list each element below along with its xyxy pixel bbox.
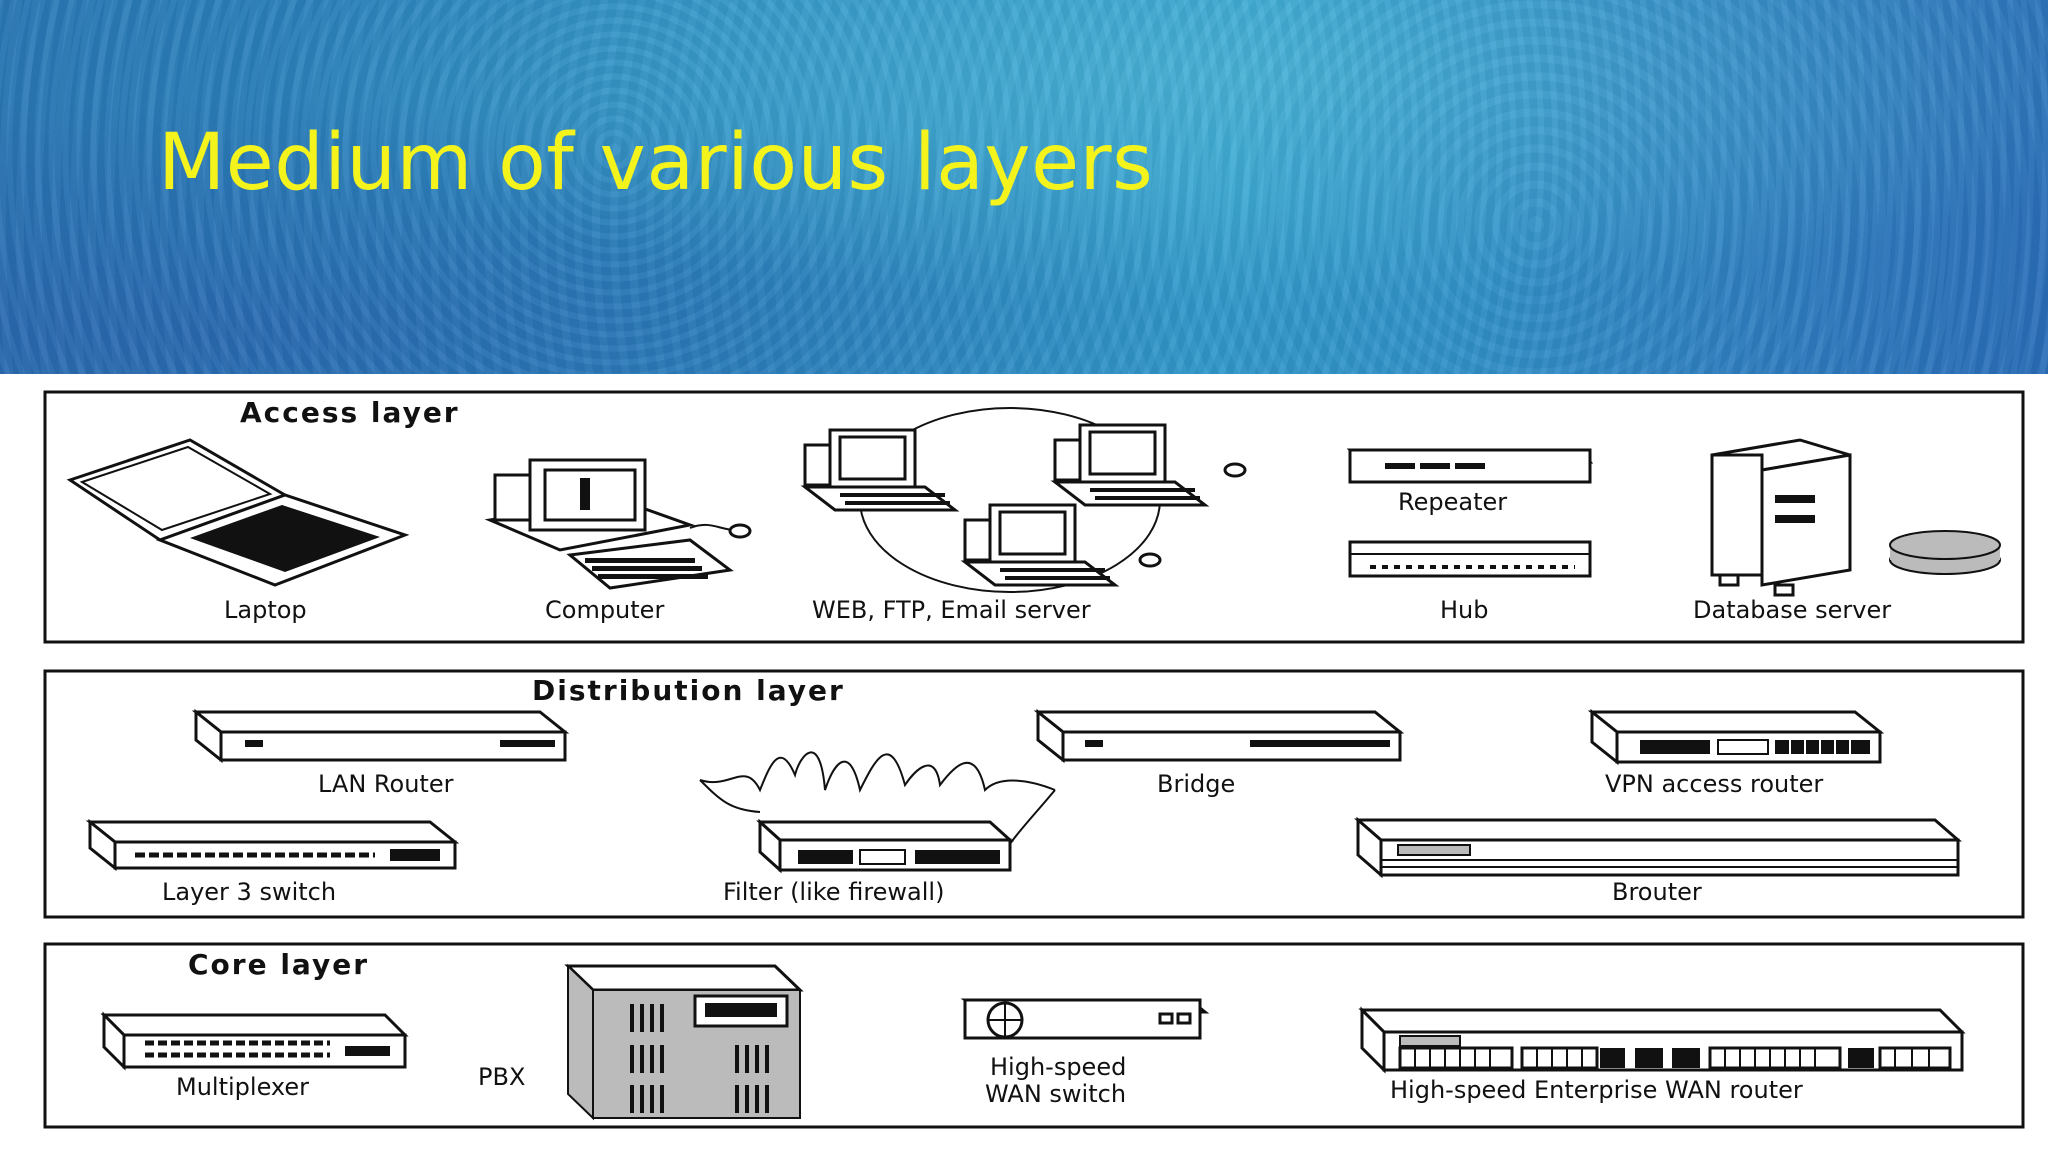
wan-switch-icon [960, 998, 1210, 1040]
computer-icon [484, 458, 752, 590]
servers-label: WEB, FTP, Email server [812, 596, 1091, 624]
brouter-label: Brouter [1612, 878, 1702, 906]
firewall-icon [699, 751, 1056, 874]
brouter-icon [1353, 816, 1963, 879]
lan-router-icon [191, 708, 570, 764]
pbx-label: PBX [478, 1063, 525, 1091]
slide-title: Medium of various layers [158, 118, 1154, 208]
multiplexer-label: Multiplexer [176, 1073, 309, 1101]
vpn-router-icon [1587, 708, 1885, 766]
laptop-icon [66, 438, 410, 587]
access-layer-panel: Access layer Laptop Computer [43, 390, 2025, 644]
title-banner: Medium of various layers [0, 0, 2048, 374]
repeater-icon [1346, 448, 1594, 484]
core-layer-title: Core layer [188, 948, 369, 981]
bridge-icon [1033, 708, 1405, 764]
multiplexer-icon [100, 1011, 409, 1071]
lan-router-label: LAN Router [318, 770, 454, 798]
server-cluster-icon [800, 407, 1247, 593]
layer3-switch-label: Layer 3 switch [162, 878, 336, 906]
database-server-icon [1710, 438, 2001, 597]
database-server-label: Database server [1693, 596, 1891, 624]
layer3-switch-icon [85, 818, 460, 872]
wan-switch-label-line2: WAN switch [985, 1080, 1126, 1108]
wan-router-icon [1358, 1006, 1966, 1074]
pbx-icon [564, 963, 804, 1121]
vpn-router-label: VPN access router [1605, 770, 1823, 798]
distribution-layer-title: Distribution layer [532, 674, 845, 707]
computer-label: Computer [545, 596, 664, 624]
core-layer-panel: Core layer Multiplexer PBX [43, 942, 2025, 1129]
hub-label: Hub [1440, 596, 1489, 624]
network-layers-diagram: Access layer Laptop Computer [43, 390, 2025, 1129]
repeater-label: Repeater [1398, 488, 1507, 516]
firewall-label: Filter (like firewall) [723, 878, 944, 906]
wan-router-label: High-speed Enterprise WAN router [1390, 1076, 1803, 1104]
access-layer-title: Access layer [240, 396, 460, 429]
distribution-layer-panel: Distribution layer LAN Router Bridge [43, 669, 2025, 919]
bridge-label: Bridge [1157, 770, 1235, 798]
wan-switch-label-line1: High-speed [990, 1053, 1126, 1081]
laptop-label: Laptop [224, 596, 307, 624]
hub-icon [1348, 540, 1592, 578]
